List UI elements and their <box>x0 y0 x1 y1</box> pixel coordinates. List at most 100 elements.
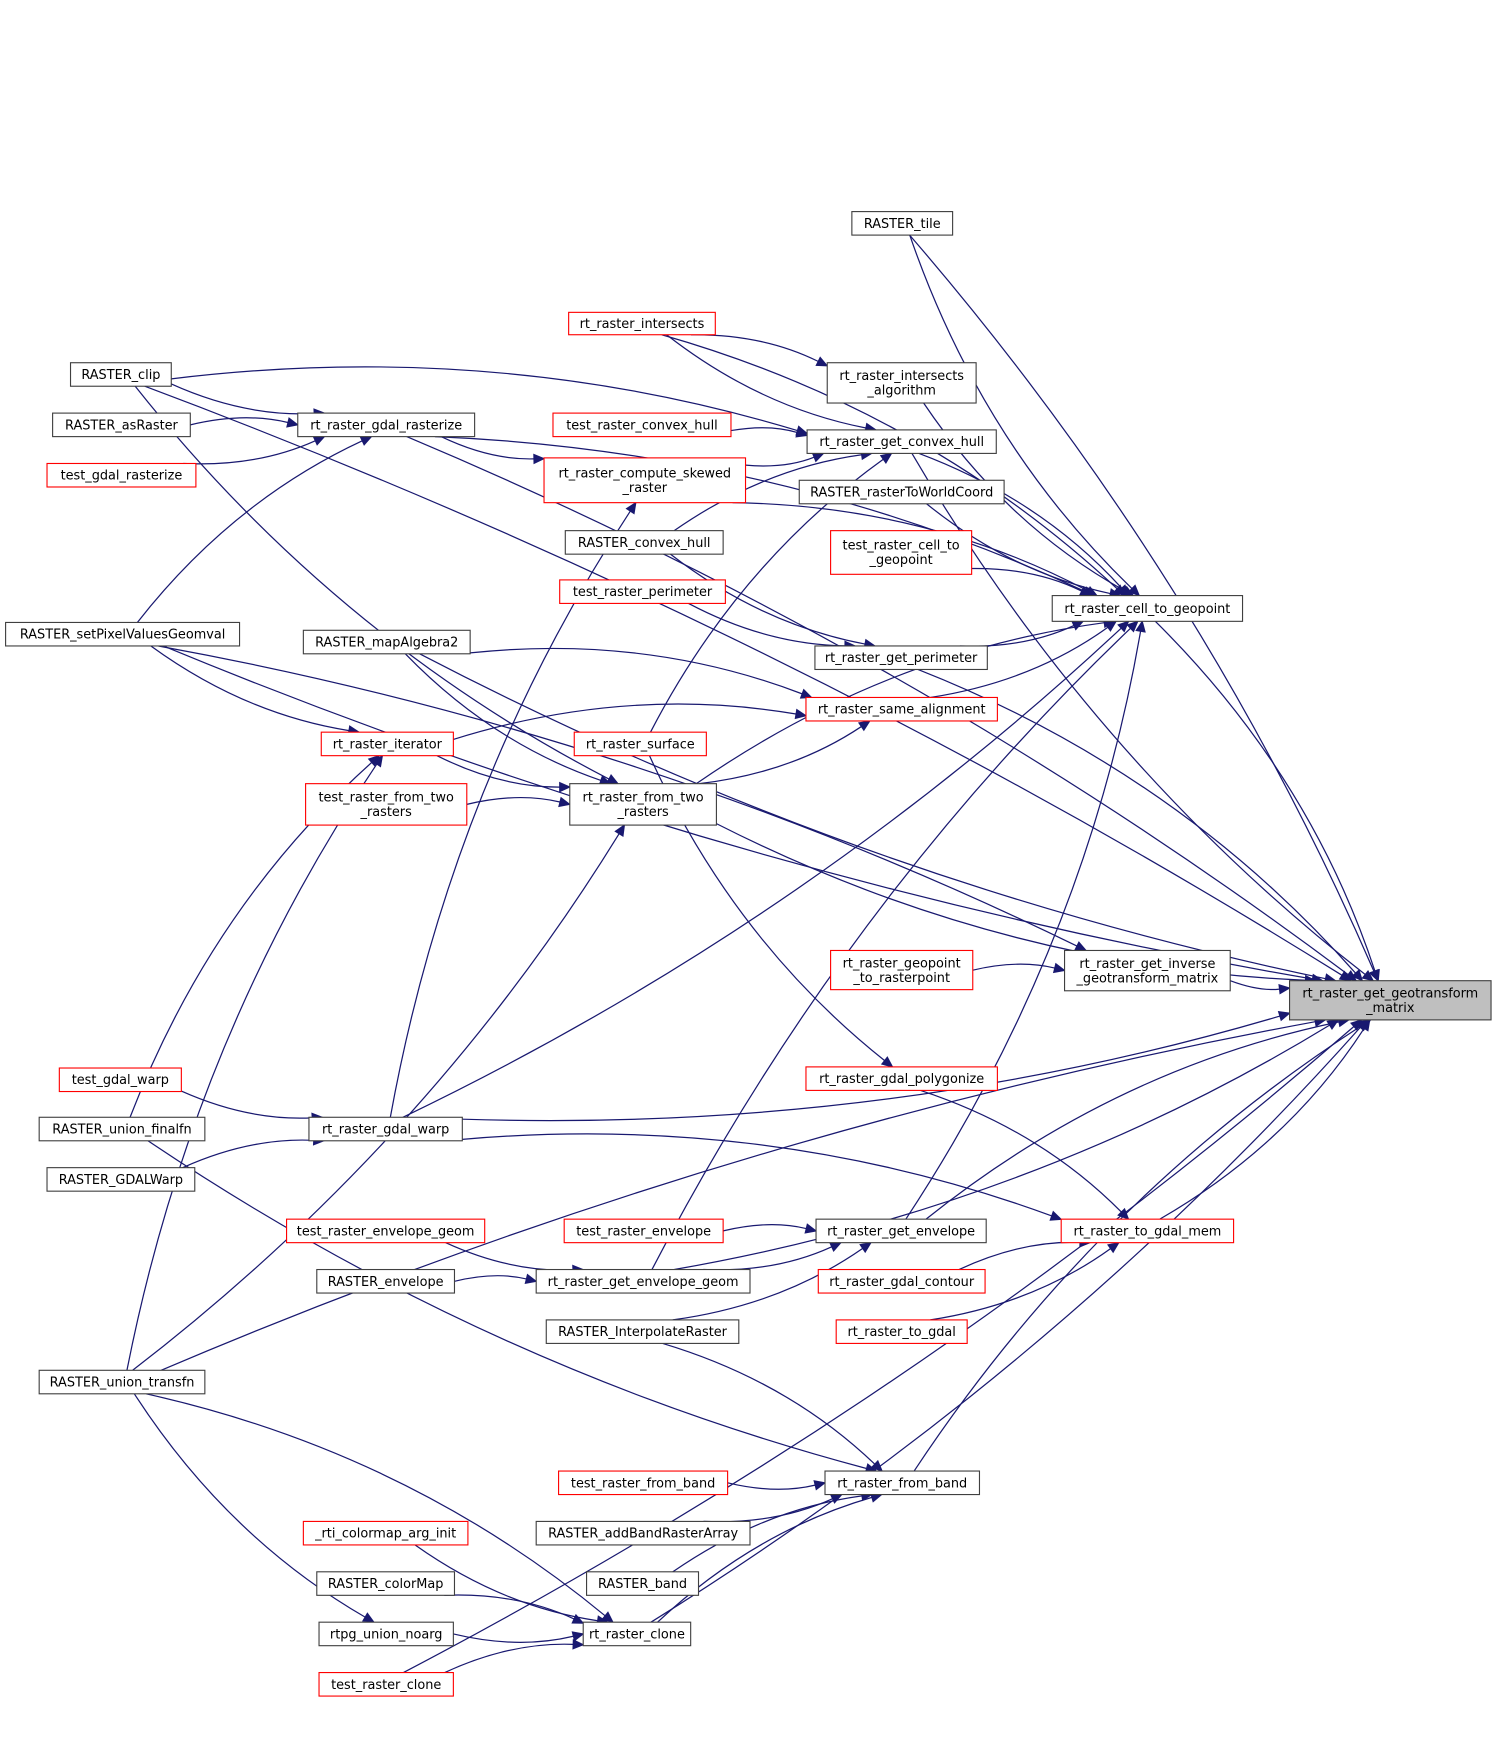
node-raster-gdalwarp[interactable]: RASTER_GDALWarp <box>46 1167 196 1192</box>
edge-raster-union-transfn-to-rt-raster-clone <box>145 1393 614 1624</box>
edge-line <box>699 726 862 785</box>
node-box <box>569 783 717 826</box>
arrowhead-icon <box>1052 962 1066 974</box>
edge-raster-interpolateraster-to-rt-raster-get-envelope <box>672 1241 873 1321</box>
node-rt-raster-intersects-algorithm[interactable]: rt_raster_intersects_algorithm <box>826 362 977 404</box>
node-raster-mapalgebra2[interactable]: RASTER_mapAlgebra2 <box>302 629 471 655</box>
node-raster-tile[interactable]: RASTER_tile <box>851 211 954 236</box>
node-rt-raster-cell-to-geopoint[interactable]: rt_raster_cell_to_geopoint <box>1051 595 1244 622</box>
node-rt-raster-gdal-polygonize[interactable]: rt_raster_gdal_polygonize <box>805 1066 998 1091</box>
edge-line <box>444 1594 575 1620</box>
node-label: rt_raster_from_two <box>583 791 704 806</box>
node-rt-raster-iterator[interactable]: rt_raster_iterator <box>320 731 454 757</box>
node-raster-band[interactable]: RASTER_band <box>586 1571 700 1596</box>
node-test-raster-cell-to-geopoint[interactable]: test_raster_cell_to_geopoint <box>830 530 973 575</box>
node-label: _rasters <box>360 805 413 820</box>
node-rt-raster-from-band[interactable]: rt_raster_from_band <box>824 1470 981 1496</box>
edge-test-raster-perimeter-to-rt-raster-get-perimeter <box>688 602 857 652</box>
edge-line <box>445 1242 573 1271</box>
edge-rt-raster-iterator-to-rt-raster-from-two-rasters <box>436 755 572 793</box>
node-raster-setpixelvaluesgeomval[interactable]: RASTER_setPixelValuesGeomval <box>5 621 241 647</box>
node-test-raster-perimeter[interactable]: test_raster_perimeter <box>559 579 726 604</box>
node-label: RASTER_asRaster <box>65 418 178 433</box>
arrowhead-icon <box>1278 983 1291 995</box>
node-raster-colormap[interactable]: RASTER_colorMap <box>316 1571 456 1596</box>
node-label: _matrix <box>1365 1001 1415 1016</box>
node-box <box>815 1218 987 1244</box>
edge-line <box>958 1241 1081 1271</box>
edge-line <box>730 427 798 434</box>
node-test-gdal-warp[interactable]: test_gdal_warp <box>58 1067 182 1093</box>
node-test-raster-envelope[interactable]: test_raster_envelope <box>563 1218 724 1244</box>
edge-rt-raster-get-envelope-geom-to-rt-raster-get-envelope <box>703 1242 843 1271</box>
node-raster-asraster[interactable]: RASTER_asRaster <box>52 412 191 438</box>
node-rt-raster-to-gdal[interactable]: rt_raster_to_gdal <box>835 1319 968 1344</box>
node-rt-raster-geopoint-to-rasterpoint[interactable]: rt_raster_geopoint_to_rasterpoint <box>830 949 974 991</box>
node-rti-colormap-arg-init[interactable]: _rti_colormap_arg_init <box>302 1520 469 1546</box>
node-test-raster-from-band[interactable]: test_raster_from_band <box>558 1470 729 1496</box>
edge-rt-raster-geopoint-to-rasterpoint-to-rt-raster-get-inverse-geotransform-matrix <box>972 962 1066 974</box>
edge-line <box>147 1140 867 1470</box>
arrowhead-icon <box>312 436 326 446</box>
node-raster-addbandrasterarray[interactable]: RASTER_addBandRasterArray <box>535 1520 751 1546</box>
arrowhead-icon <box>1361 969 1375 982</box>
node-raster-interpolateraster[interactable]: RASTER_InterpolateRaster <box>545 1319 740 1344</box>
node-rt-raster-get-envelope[interactable]: rt_raster_get_envelope <box>815 1218 987 1244</box>
node-label: test_raster_perimeter <box>573 585 713 600</box>
node-rt-raster-from-two-rasters[interactable]: rt_raster_from_two_rasters <box>569 783 717 826</box>
node-label: rt_raster_get_perimeter <box>825 651 978 666</box>
edge-line <box>971 567 1082 592</box>
node-rt-raster-clone[interactable]: rt_raster_clone <box>582 1621 692 1647</box>
node-rt-raster-same-alignment[interactable]: rt_raster_same_alignment <box>805 696 998 722</box>
edge-line <box>470 647 803 695</box>
node-test-raster-from-two-rasters[interactable]: test_raster_from_two_rasters <box>305 783 468 826</box>
edge-line <box>930 626 1109 699</box>
node-rt-raster-intersects[interactable]: rt_raster_intersects <box>568 311 716 336</box>
node-box <box>305 783 468 826</box>
node-test-raster-clone[interactable]: test_raster_clone <box>318 1671 454 1697</box>
node-label: rt_raster_gdal_polygonize <box>819 1072 984 1087</box>
edge-rt-raster-compute-skewed-raster-to-rt-raster-get-convex-hull <box>745 452 825 467</box>
edge-rtpg-union-noarg-to-rt-raster-clone <box>453 1631 585 1643</box>
node-rt-raster-compute-skewed-raster[interactable]: rt_raster_compute_skewed_raster <box>543 457 747 504</box>
node-raster-envelope[interactable]: RASTER_envelope <box>316 1268 456 1294</box>
edge-line <box>745 456 815 467</box>
node-rt-raster-get-perimeter[interactable]: rt_raster_get_perimeter <box>814 645 988 671</box>
node-rt-raster-gdal-rasterize[interactable]: rt_raster_gdal_rasterize <box>297 412 476 438</box>
edge-line <box>126 763 378 1371</box>
node-raster-rastertoworldcoord[interactable]: RASTER_rasterToWorldCoord <box>798 479 1005 505</box>
node-rt-raster-get-inverse-geotransform-matrix[interactable]: rt_raster_get_inverse_geotransform_matri… <box>1063 949 1231 992</box>
node-box <box>46 462 197 488</box>
node-box <box>552 412 732 438</box>
edge-rt-raster-gdal-warp-to-rt-raster-cell-to-geopoint <box>402 620 1130 1118</box>
node-rt-raster-get-convex-hull[interactable]: rt_raster_get_convex_hull <box>806 429 997 454</box>
node-rt-raster-gdal-warp[interactable]: rt_raster_gdal_warp <box>308 1116 463 1142</box>
edge-line <box>670 553 866 645</box>
node-rtpg-union-noarg[interactable]: rtpg_union_noarg <box>318 1621 454 1647</box>
arrowhead-icon <box>361 1612 376 1623</box>
node-raster-convex-hull[interactable]: RASTER_convex_hull <box>564 530 724 555</box>
node-raster-union-transfn[interactable]: RASTER_union_transfn <box>38 1369 206 1395</box>
arrowhead-icon <box>1107 1241 1120 1254</box>
node-rt-raster-gdal-contour[interactable]: rt_raster_gdal_contour <box>817 1268 986 1294</box>
node-box <box>302 1520 469 1546</box>
edge-line <box>145 1393 606 1617</box>
node-label: rt_raster_get_envelope <box>827 1224 975 1239</box>
node-rt-raster-surface[interactable]: rt_raster_surface <box>573 731 707 757</box>
node-label: rt_raster_surface <box>586 737 695 752</box>
node-box <box>817 1268 986 1294</box>
node-raster-clip[interactable]: RASTER_clip <box>69 362 172 387</box>
node-raster-union-finalfn[interactable]: RASTER_union_finalfn <box>38 1116 206 1142</box>
node-box <box>806 429 997 454</box>
edge-line <box>925 1021 1340 1220</box>
node-test-gdal-rasterize[interactable]: test_gdal_rasterize <box>46 462 197 488</box>
node-rt-raster-get-envelope-geom[interactable]: rt_raster_get_envelope_geom <box>535 1268 751 1294</box>
node-rt-raster-to-gdal-mem[interactable]: rt_raster_to_gdal_mem <box>1060 1218 1235 1244</box>
edge-rt-raster-to-gdal-mem-to-target <box>1159 1018 1371 1220</box>
node-box <box>586 1571 700 1596</box>
node-box <box>830 530 973 575</box>
edge-line <box>440 436 534 460</box>
node-test-raster-envelope-geom[interactable]: test_raster_envelope_geom <box>286 1218 486 1244</box>
node-test-raster-convex-hull[interactable]: test_raster_convex_hull <box>552 412 732 438</box>
node-box <box>38 1116 206 1142</box>
